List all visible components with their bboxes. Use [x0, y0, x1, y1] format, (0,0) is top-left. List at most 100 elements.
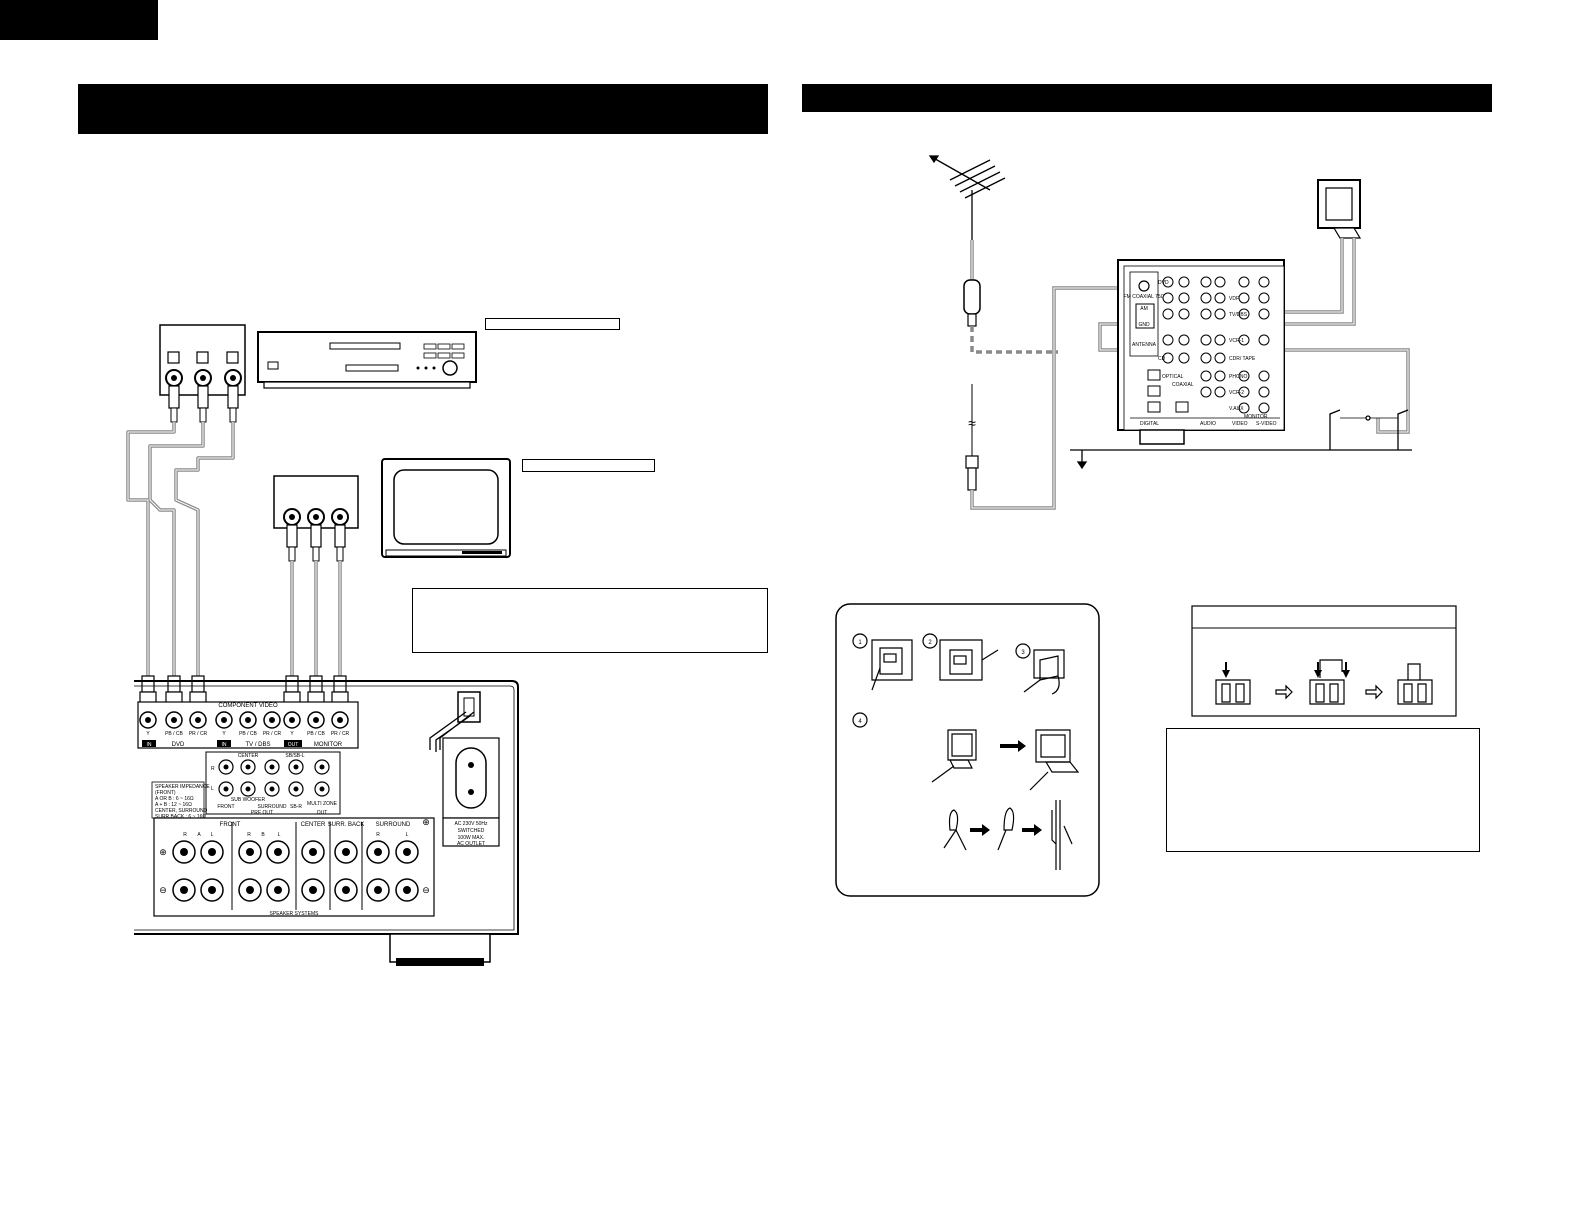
- indoor-fm-antenna: ≈: [965, 384, 979, 491]
- preout-sub-woofer-label: SUB WOOFER: [231, 797, 266, 803]
- gnd-terminal-label: GND: [1138, 322, 1150, 328]
- page-language-tab: [0, 0, 158, 40]
- am-loop-assembly-panel: 1 2 3 4: [835, 603, 1100, 897]
- monitor-group-label: MONITOR: [314, 742, 343, 748]
- multi-zone-label: MULTI ZONE: [307, 801, 338, 807]
- fm-coaxial-label: FM COAXIAL 75Ω: [1124, 294, 1165, 300]
- mini-monitor-label: MONITOR: [1244, 414, 1268, 420]
- mini-svideo-label: S-VIDEO: [1256, 421, 1277, 427]
- jack-pb-monitor: PB / CB: [307, 731, 325, 737]
- am-outdoor-wire-supports: [1070, 409, 1412, 470]
- step-1-label: 1: [858, 640, 862, 646]
- mini-vdp-label: VDP: [1229, 296, 1240, 302]
- am-terminal-label: AM: [1140, 306, 1148, 312]
- step-3-label: 3: [1021, 650, 1025, 656]
- speaker-front-label: FRONT: [220, 822, 241, 828]
- monitor-component-input-block: [273, 475, 359, 562]
- speaker-b-l-label: L: [278, 832, 281, 838]
- preout-front-label: FRONT: [217, 804, 234, 810]
- speaker-impedance-line-2: (FRONT): [155, 790, 176, 796]
- speaker-surround-label: SURROUND: [376, 822, 411, 828]
- dvd-in-badge: IN: [147, 742, 152, 748]
- section-header-bar-right: [802, 84, 1492, 112]
- minus-symbol-left: ⊖: [159, 885, 167, 895]
- jack-pr-monitor: PR / CR: [331, 731, 350, 737]
- note-box-left: [412, 588, 768, 653]
- preout-l-label: L: [211, 786, 214, 792]
- mini-audio-label: AUDIO: [1200, 421, 1216, 427]
- speaker-center-label: CENTER: [301, 822, 326, 828]
- monitor-tv-label-box: [522, 459, 655, 472]
- step-4-label: 4: [858, 719, 862, 725]
- preout-label: PRE OUT: [251, 810, 273, 816]
- speaker-surr-l-label: L: [406, 832, 409, 838]
- preout-surround-label: SURROUND: [258, 804, 287, 810]
- step-1-circle: [852, 633, 868, 649]
- component-video-diagram: COMPONENT VIDEO Y PB / CB PR / CR Y PB /…: [126, 324, 519, 966]
- mini-phono-label: PHONO: [1229, 374, 1247, 380]
- mini-vcr2-label: VCR-2: [1229, 390, 1244, 396]
- preout-jacks: [218, 759, 330, 797]
- speaker-b-label: B: [261, 832, 265, 838]
- speaker-a-l-label: L: [211, 832, 214, 838]
- antenna-label: ANTENNA: [1132, 342, 1157, 348]
- fm-antenna-plug: [963, 279, 981, 327]
- speaker-impedance-line-6: SURR.BACK : 6 ~ 16Ω: [155, 814, 206, 820]
- mini-coaxial-label: COAXIAL: [1172, 382, 1194, 388]
- speaker-a-r-label: R: [183, 832, 187, 838]
- speaker-impedance-line-4: A + B : 12 ~ 16Ω: [155, 802, 192, 808]
- note-box-right: [1166, 728, 1480, 852]
- terminal-connection-panel: [1191, 605, 1457, 717]
- mini-video-label: VIDEO: [1232, 421, 1248, 427]
- mini-tv-dbs-label: TV/DBS: [1229, 312, 1248, 318]
- section-header-bar-left: [78, 84, 768, 134]
- component-cables: [126, 422, 342, 680]
- jack-pb-dvd: PB / CB: [165, 731, 183, 737]
- jack-pr-tv: PR / CR: [263, 731, 282, 737]
- speaker-impedance-line-3: A OR B : 6 ~ 16Ω: [155, 796, 194, 802]
- multi-zone-out-label: OUT: [317, 810, 328, 816]
- receiver-rear-panel: COMPONENT VIDEO Y PB / CB PR / CR Y PB /…: [134, 680, 519, 966]
- speaker-surr-back-label: SURR. BACK: [328, 822, 365, 828]
- receiver-rear-mini: FM COAXIAL 75Ω AM GND ANTENNA DVD VDP TV…: [1117, 259, 1285, 445]
- ac-outlet-spec-2: SWITCHED: [458, 828, 485, 834]
- dvd-component-output-block: [159, 324, 246, 423]
- speaker-surr-r-label: R: [376, 832, 380, 838]
- speaker-impedance-line-5: CENTER, SURROUND: [155, 808, 208, 814]
- step-4-circle: [852, 712, 868, 728]
- mini-vaux-label: V.AUX: [1229, 406, 1244, 412]
- plus-symbol-left: ⊕: [159, 847, 167, 857]
- speaker-systems-label: SPEAKER SYSTEMS: [270, 911, 320, 917]
- speaker-impedance-block: SPEAKER IMPEDANCE (FRONT) A OR B : 6 ~ 1…: [155, 784, 210, 820]
- am-loop-antenna: [1317, 179, 1362, 239]
- preout-center-label: CENTER: [238, 753, 259, 759]
- mini-digital-label: DIGITAL: [1140, 421, 1159, 427]
- svg-text:≈: ≈: [968, 415, 976, 431]
- speaker-a-label: A: [197, 832, 201, 838]
- preout-r-label: R: [211, 766, 215, 772]
- antenna-connection-diagram: ≈ FM COAXIAL 75Ω AM GND ANTENNA: [835, 155, 1457, 897]
- mini-panel-jacks: [1162, 276, 1270, 414]
- dvd-player-label-box: [485, 318, 620, 330]
- component-video-jacks: [139, 711, 349, 729]
- tv-in-badge: IN: [222, 742, 227, 748]
- fm-outdoor-antenna: [928, 155, 1006, 260]
- jack-y-dvd: Y: [146, 731, 150, 737]
- mini-cdr-tape-label: CDR/ TAPE: [1229, 356, 1256, 362]
- mini-vcr1-label: VCR-1: [1229, 338, 1244, 344]
- ac-outlet-spec-1: AC 230V 50Hz: [454, 821, 488, 827]
- speaker-impedance-line-1: SPEAKER IMPEDANCE: [155, 784, 210, 790]
- preout-sb-label: SB/SB-L: [285, 753, 304, 759]
- ac-outlet-spec-3: 100W MAX.: [458, 835, 485, 841]
- step-3-circle: [1015, 643, 1031, 659]
- mini-optical-label-1: OPTICAL: [1162, 374, 1184, 380]
- step-2-label: 2: [928, 640, 932, 646]
- mini-dvd-label: DVD: [1158, 280, 1169, 286]
- monitor-out-badge: OUT: [288, 742, 299, 748]
- jack-pb-tv: PB / CB: [239, 731, 257, 737]
- monitor-tv-illustration: [381, 458, 511, 558]
- jack-y-tv: Y: [222, 731, 226, 737]
- tv-dbs-group-label: TV / DBS: [245, 742, 270, 748]
- minus-symbol-right: ⊖: [422, 885, 430, 895]
- speaker-b-r-label: R: [247, 832, 251, 838]
